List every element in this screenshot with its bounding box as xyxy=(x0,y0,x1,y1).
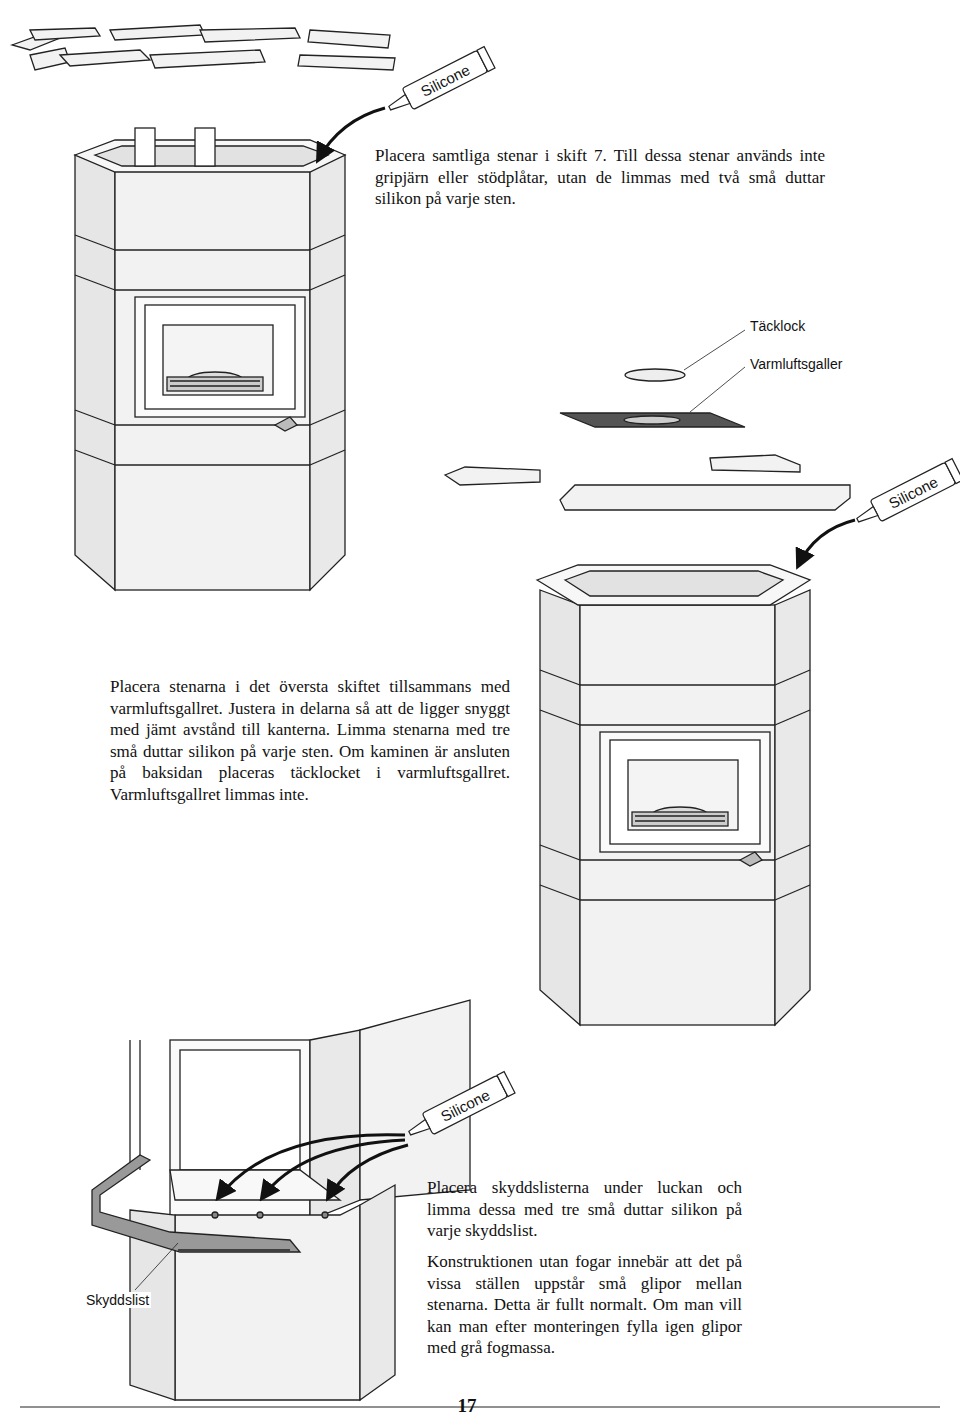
instruction-text: Placera stenarna i det översta skiftet t… xyxy=(110,676,510,805)
instruction-text: Placera skyddslisterna under luckan och … xyxy=(427,1177,742,1242)
note-text: Konstruktionen utan fogar innebär att de… xyxy=(427,1251,742,1359)
part-name: Skyddslist xyxy=(84,1292,151,1308)
part-name: Täcklock xyxy=(748,318,807,334)
page-number: 17 xyxy=(458,1395,477,1417)
part-name: Varmluftsgaller xyxy=(748,356,844,372)
instruction-text: Placera samtliga stenar i skift 7. Till … xyxy=(375,145,825,210)
